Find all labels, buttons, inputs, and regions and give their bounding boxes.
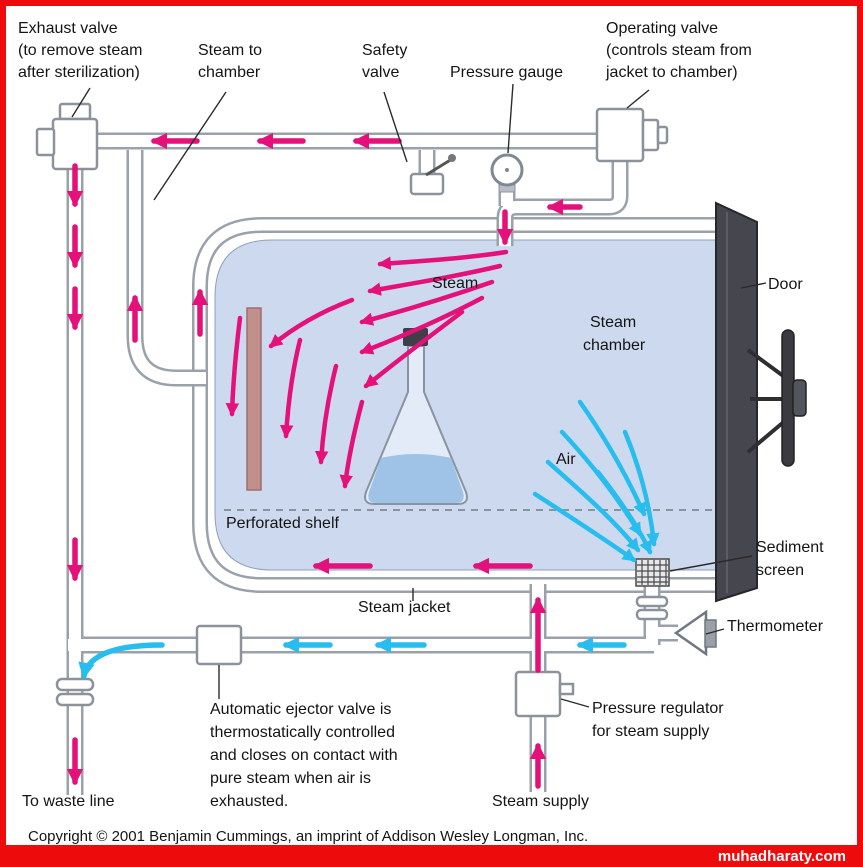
frame-top [0, 0, 863, 6]
air-flow-arrows [78, 399, 660, 680]
label-operating-valve: Operating valve [606, 20, 718, 37]
pressure-gauge-needle [505, 168, 509, 172]
label-steam: Steam [432, 275, 478, 292]
sediment-screen-device [635, 558, 670, 587]
leader-lines [71, 83, 767, 708]
sediment-screen-grid [637, 560, 668, 585]
leader-line [71, 87, 91, 118]
steam-arrow [339, 399, 365, 489]
label-air: Air [556, 451, 576, 468]
safety-valve-body [409, 172, 445, 196]
frame-left [0, 0, 6, 867]
steam-flow-arrows [66, 132, 583, 789]
label-door: Door [768, 276, 803, 293]
operating-valve-stub [656, 125, 669, 145]
steam-arrow [359, 279, 495, 326]
safety-valve [409, 154, 456, 196]
label-exhaust-valve: Exhaust valve [18, 20, 118, 37]
label-to-waste-line: To waste line [22, 793, 115, 810]
shelf-bar [246, 307, 262, 491]
label-ejector-valve: exhausted. [210, 793, 288, 810]
steam-arrow [268, 297, 355, 349]
label-steam-chamber: Steam [590, 314, 636, 331]
label-ejector-valve: thermostatically controlled [210, 724, 395, 741]
waste-pipe-fitting [55, 692, 95, 707]
operating-valve-flange [641, 118, 660, 152]
steam-arrow [225, 315, 243, 417]
door-slab [715, 201, 758, 603]
leader-line [560, 698, 590, 708]
door-handwheel [781, 329, 795, 467]
steam-jacket-wall [192, 217, 718, 593]
door-knob [792, 379, 807, 417]
copyright-text: Copyright © 2001 Benjamin Cummings, an i… [28, 828, 588, 845]
frame-right [857, 0, 863, 867]
flask-liquid [368, 454, 464, 503]
label-pressure-gauge: Pressure gauge [450, 64, 563, 81]
air-arrow [532, 491, 637, 563]
label-steam-supply: Steam supply [492, 793, 589, 810]
label-ejector-valve: Automatic ejector valve is [210, 701, 391, 718]
door-assembly [715, 201, 807, 603]
sediment-pipe-fitting [635, 608, 669, 621]
steam-arrow [367, 263, 503, 296]
label-pressure-regulator: Pressure regulator [592, 700, 724, 717]
steam-arrow [377, 249, 509, 270]
labels: Exhaust valve (to remove steam after ste… [18, 20, 824, 845]
label-thermometer: Thermometer [727, 618, 824, 635]
exhaust-valve [51, 117, 99, 171]
air-arrow [78, 642, 165, 680]
air-arrow [622, 429, 660, 547]
ejector-valve [195, 624, 243, 666]
label-exhaust-valve: (to remove steam [18, 42, 142, 59]
leader-line [740, 282, 767, 289]
label-steam-to-chamber: Steam to [198, 42, 262, 59]
label-perforated-shelf: Perforated shelf [226, 515, 340, 532]
label-exhaust-valve: after sterilization) [18, 64, 140, 81]
label-safety-valve: valve [362, 64, 399, 81]
steam-arrow [363, 309, 465, 389]
label-steam-chamber: chamber [583, 337, 646, 354]
leader-line [626, 89, 650, 109]
steam-arrow [314, 363, 339, 465]
sediment-pipe-fitting [635, 595, 669, 608]
label-safety-valve: Safety [362, 42, 407, 59]
air-arrow [577, 399, 647, 517]
watermark-text: muhadharaty.com [718, 848, 846, 865]
thermometer-bar [704, 619, 717, 648]
leader-line [153, 91, 227, 201]
steam-arrow [279, 337, 303, 439]
steam-arrow [359, 295, 485, 355]
watermark-bar [0, 845, 863, 867]
label-steam-to-chamber: chamber [198, 64, 261, 81]
waste-pipe-fitting [55, 677, 95, 692]
safety-valve-lever [425, 157, 453, 177]
pressure-gauge [490, 153, 524, 193]
label-sediment-screen: screen [756, 562, 804, 579]
operating-valve [595, 107, 645, 163]
leader-line [705, 628, 725, 635]
door-wheel-spoke [746, 348, 788, 380]
leader-line [383, 91, 408, 163]
label-sediment-screen: Sediment [756, 539, 824, 556]
door-wheel-spoke [746, 418, 788, 454]
label-operating-valve: jacket to chamber) [605, 64, 738, 81]
label-ejector-valve: and closes on contact with [210, 747, 398, 764]
label-pressure-regulator: for steam supply [592, 723, 709, 740]
safety-valve-knob [448, 154, 456, 162]
jacket-wall-inner [194, 219, 718, 591]
thermometer-device [673, 609, 717, 657]
leader-line [669, 555, 753, 572]
label-operating-valve: (controls steam from [606, 42, 752, 59]
exhaust-valve-flange [35, 127, 56, 157]
label-steam-jacket: Steam jacket [358, 599, 451, 616]
air-arrow [545, 459, 641, 553]
leader-line [507, 83, 514, 154]
label-ejector-valve: pure steam when air is [210, 770, 371, 787]
pressure-regulator-stem [558, 682, 575, 696]
pressure-regulator-body [514, 670, 562, 718]
